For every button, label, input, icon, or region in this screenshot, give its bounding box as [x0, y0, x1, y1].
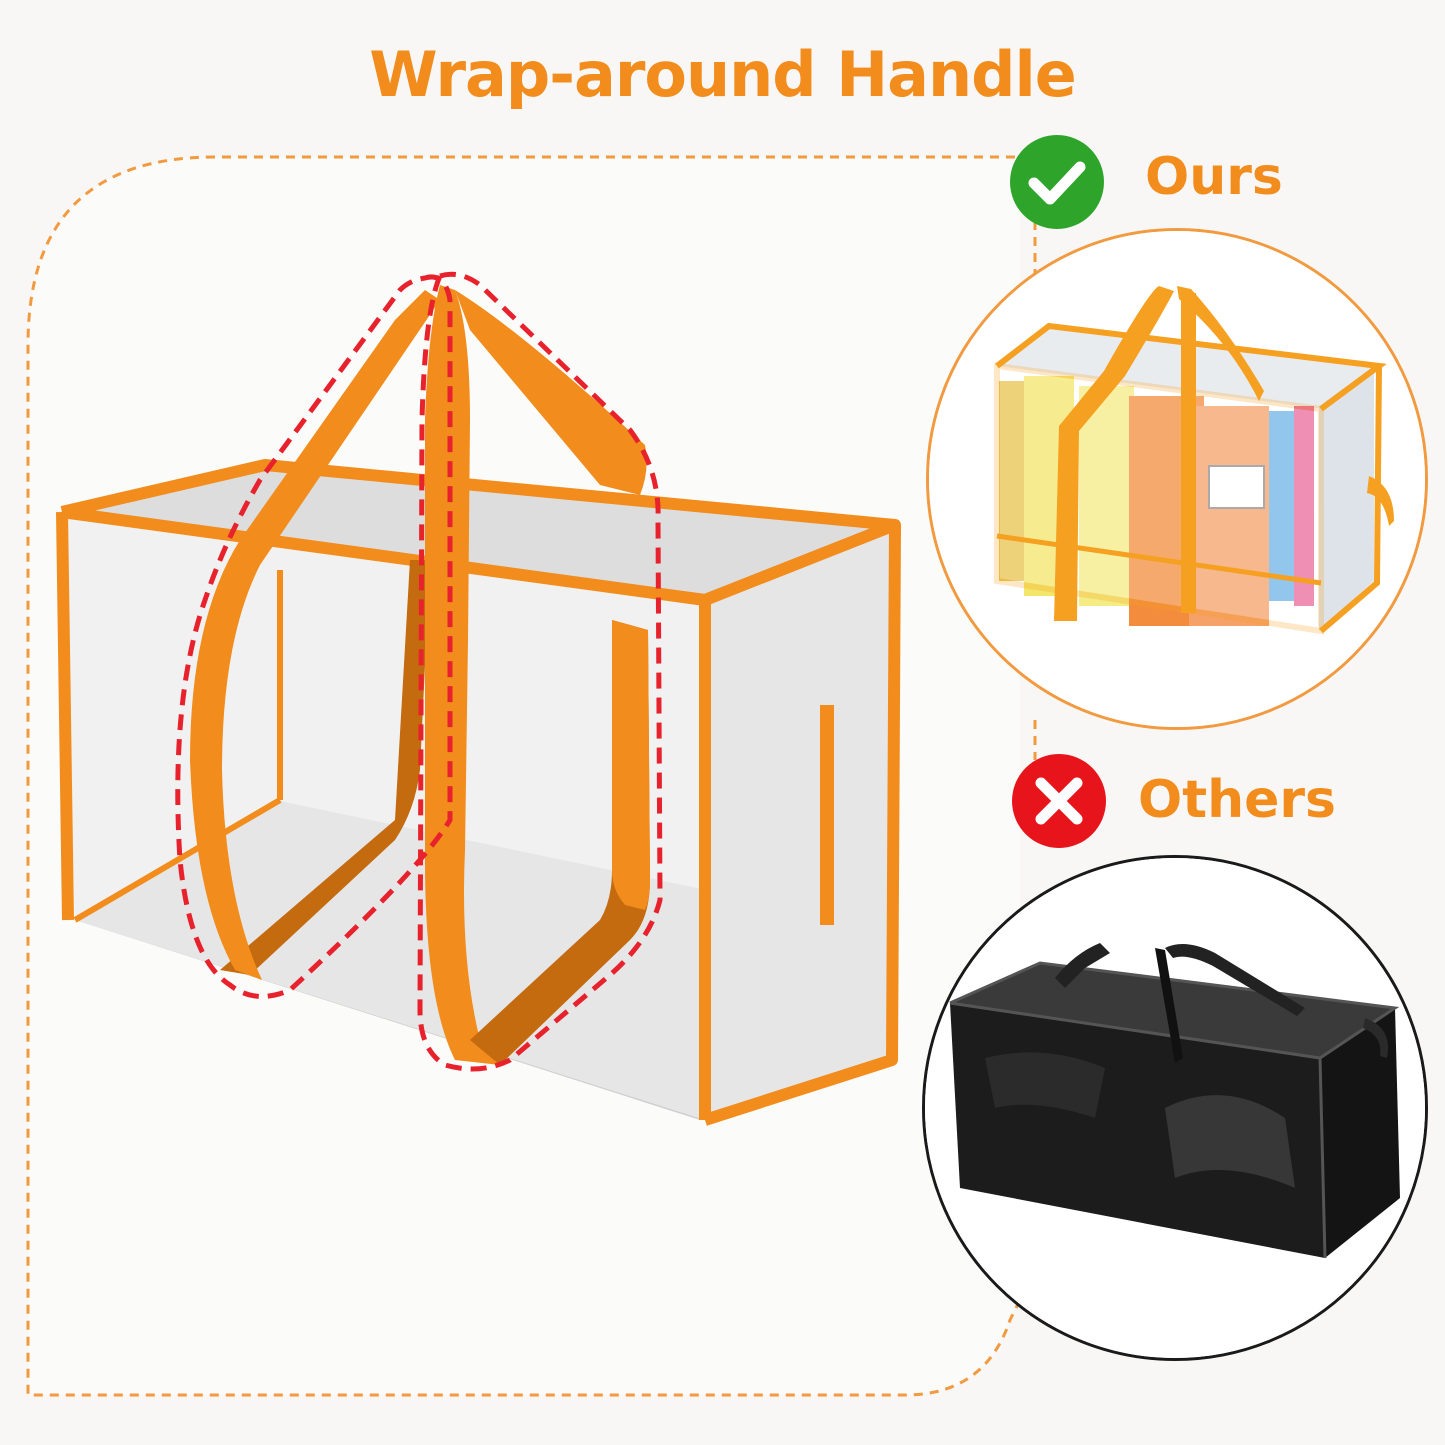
right-strap	[455, 290, 647, 495]
ours-product-circle	[926, 228, 1428, 730]
black-storage-bag-image	[925, 858, 1425, 1358]
right-handle-highlight	[417, 271, 663, 1072]
ours-label: Ours	[1145, 147, 1283, 207]
bag-side-face	[705, 525, 895, 1120]
others-product-circle	[922, 855, 1428, 1361]
left-handle-highlight	[175, 274, 453, 999]
x-icon	[1012, 754, 1106, 848]
others-label: Others	[1138, 770, 1336, 830]
bag-front-face	[62, 512, 705, 1120]
right-strap-inner	[470, 620, 650, 1065]
side-handle-slot	[820, 705, 834, 925]
left-strap-inner	[220, 560, 430, 975]
bag-top-face	[60, 465, 895, 600]
check-icon	[1010, 135, 1104, 229]
clear-storage-bag-image	[929, 231, 1425, 727]
middle-strap	[425, 285, 500, 1065]
left-strap	[190, 290, 440, 980]
headline: Wrap-around Handle	[369, 38, 1077, 111]
